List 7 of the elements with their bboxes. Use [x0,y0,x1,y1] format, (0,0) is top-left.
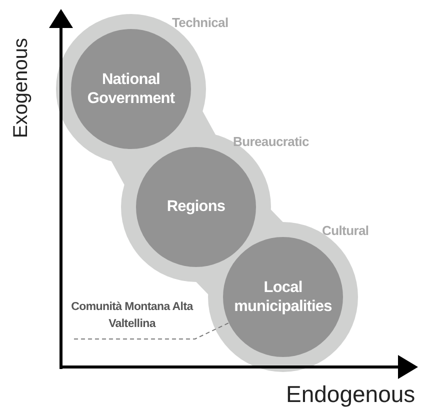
category-label: Cultural [322,223,369,238]
axis-label: Exogenous [10,38,33,138]
callout-text: Comunità Montana Alta Valtellina [62,297,202,335]
axis-label: Endogenous [286,381,416,408]
leader-line [74,322,230,340]
category-label: Bureaucratic [233,134,309,149]
category-label: Technical [172,15,228,30]
